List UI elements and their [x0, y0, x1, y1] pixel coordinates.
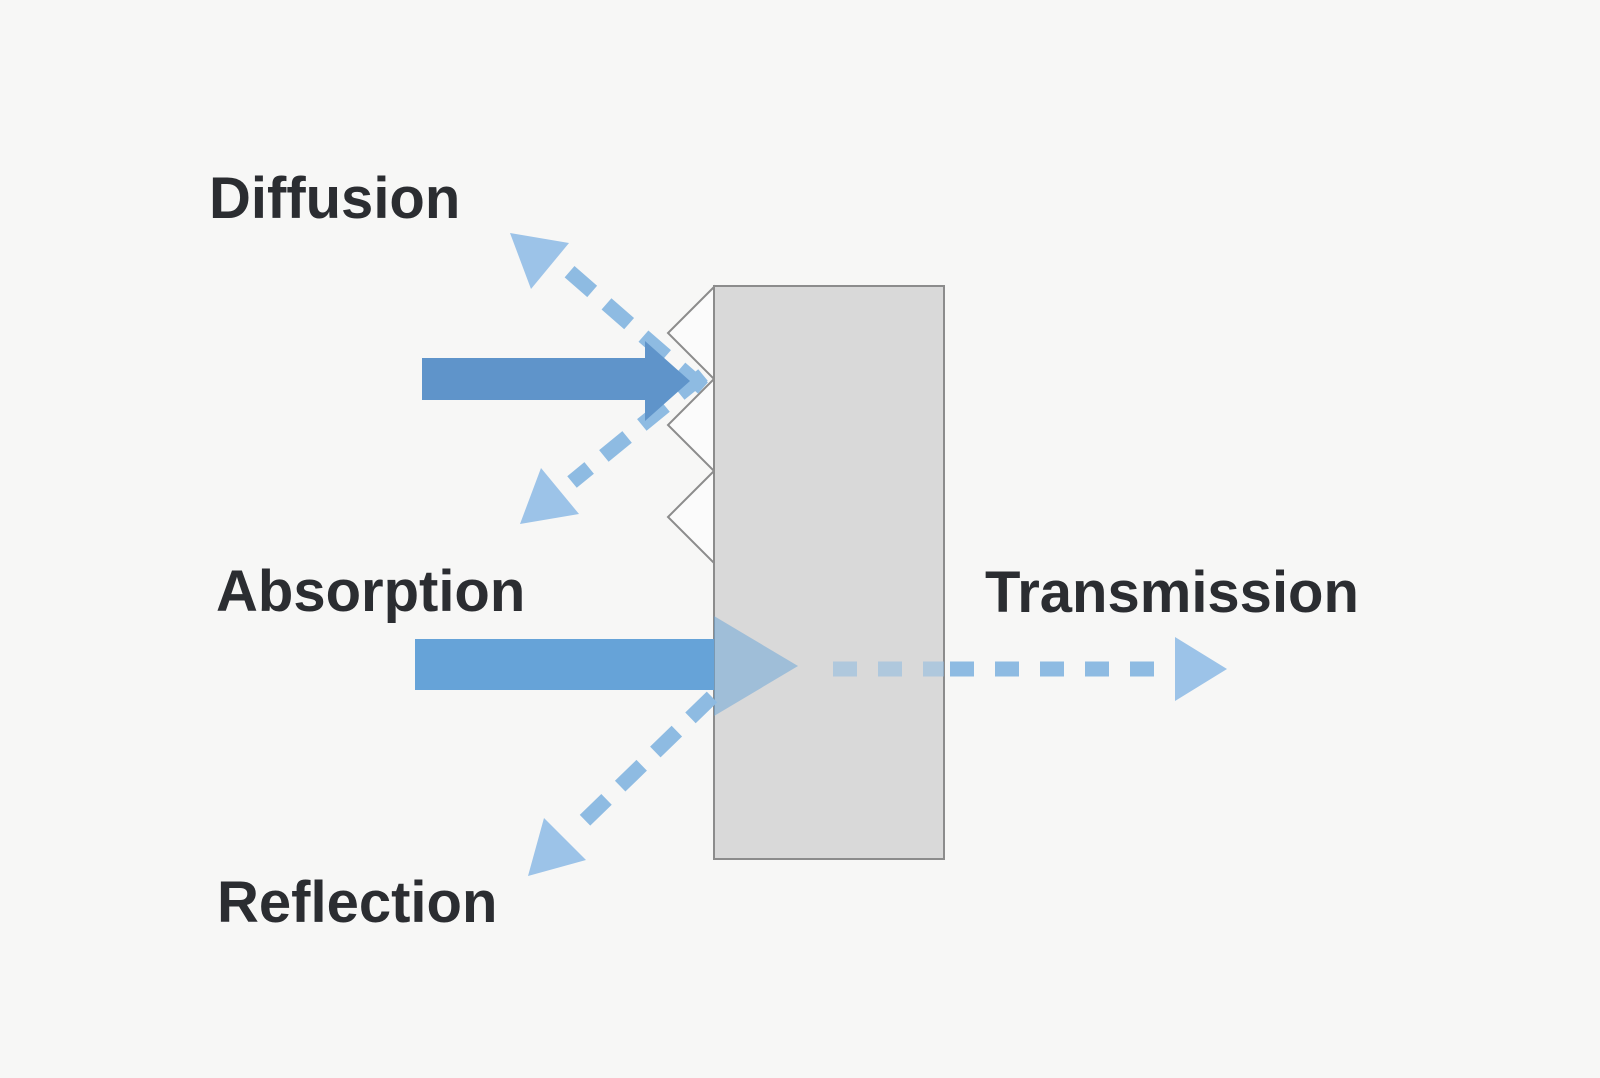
incident-arrow-diffusion	[422, 341, 690, 421]
transmission-label: Transmission	[985, 560, 1359, 625]
absorption-label: Absorption	[216, 559, 526, 624]
reflection-ray-arrowhead-icon	[528, 818, 586, 876]
transmission-arrowhead-icon	[1175, 637, 1227, 701]
diffusion-ray-upper-arrowhead-icon	[510, 233, 569, 289]
reflection-ray	[569, 691, 718, 836]
rough-surface-zigzag	[666, 284, 715, 566]
reflection-label: Reflection	[217, 870, 498, 935]
diffusion-ray-lower-arrowhead-icon	[520, 468, 579, 524]
material-slab	[713, 285, 945, 860]
incident-arrow-absorption	[415, 639, 714, 690]
diffusion-ray-upper	[558, 260, 708, 394]
diffusion-label: Diffusion	[209, 166, 461, 231]
absorbed-arrowhead-faded	[714, 616, 798, 716]
diffusion-ray-lower	[567, 369, 708, 488]
